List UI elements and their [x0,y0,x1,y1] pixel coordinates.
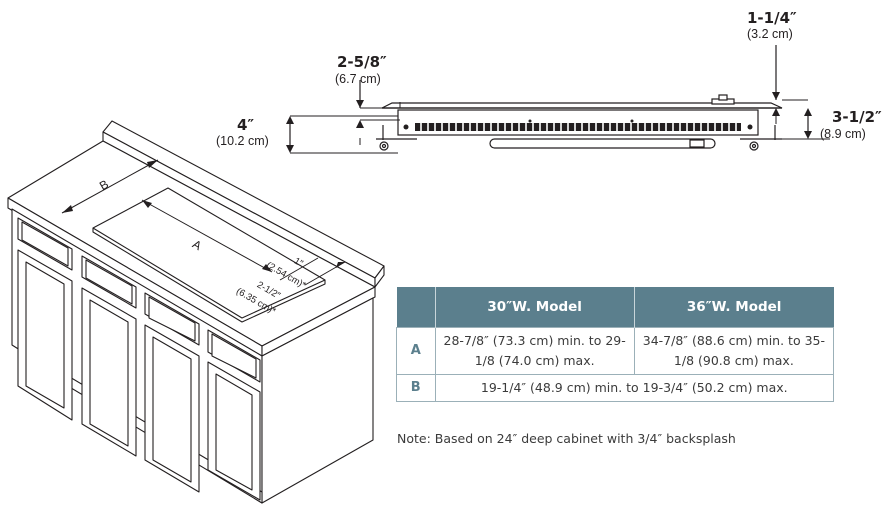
dim-top-right-imperial: 1-1/4″ [747,9,797,27]
cell-a-36w: 34-7/8″ (88.6 cm) min. to 35-1/8 (90.8 c… [633,327,835,375]
spec-table: 30″W. Model 36″W. Model A 28-7/8″ (73.3 … [396,287,835,402]
table-row: A 28-7/8″ (73.3 cm) min. to 29-1/8 (74.0… [396,327,835,375]
dim-top-left-imperial: 2-5/8″ [337,53,387,71]
dim-right-height-metric: (8.9 cm) [820,127,866,141]
dim-left-height-metric: (10.2 cm) [216,134,269,148]
table-header-30w: 30″W. Model [435,287,635,328]
cooktop-side-view [286,45,830,154]
table-header-row: 30″W. Model 36″W. Model [396,287,834,328]
cell-b-span: 19-1/4″ (48.9 cm) min. to 19-3/4″ (50.2 … [434,374,835,402]
table-header-36w: 36″W. Model [634,287,834,328]
table-row: B 19-1/4″ (48.9 cm) min. to 19-3/4″ (50.… [396,374,835,402]
dim-left-height-imperial: 4″ [237,116,255,134]
dim-top-left-metric: (6.7 cm) [335,72,381,86]
cell-a-30w: 28-7/8″ (73.3 cm) min. to 29-1/8 (74.0 c… [434,327,635,375]
dim-top-right-metric: (3.2 cm) [747,27,793,41]
footnote: Note: Based on 24″ deep cabinet with 3/4… [397,431,736,446]
row-label-b: B [396,374,436,402]
table-header-empty [396,287,436,328]
dim-right-height-imperial: 3-1/2″ [832,108,882,126]
row-label-a: A [396,327,436,375]
cabinet-drawing [7,120,385,504]
